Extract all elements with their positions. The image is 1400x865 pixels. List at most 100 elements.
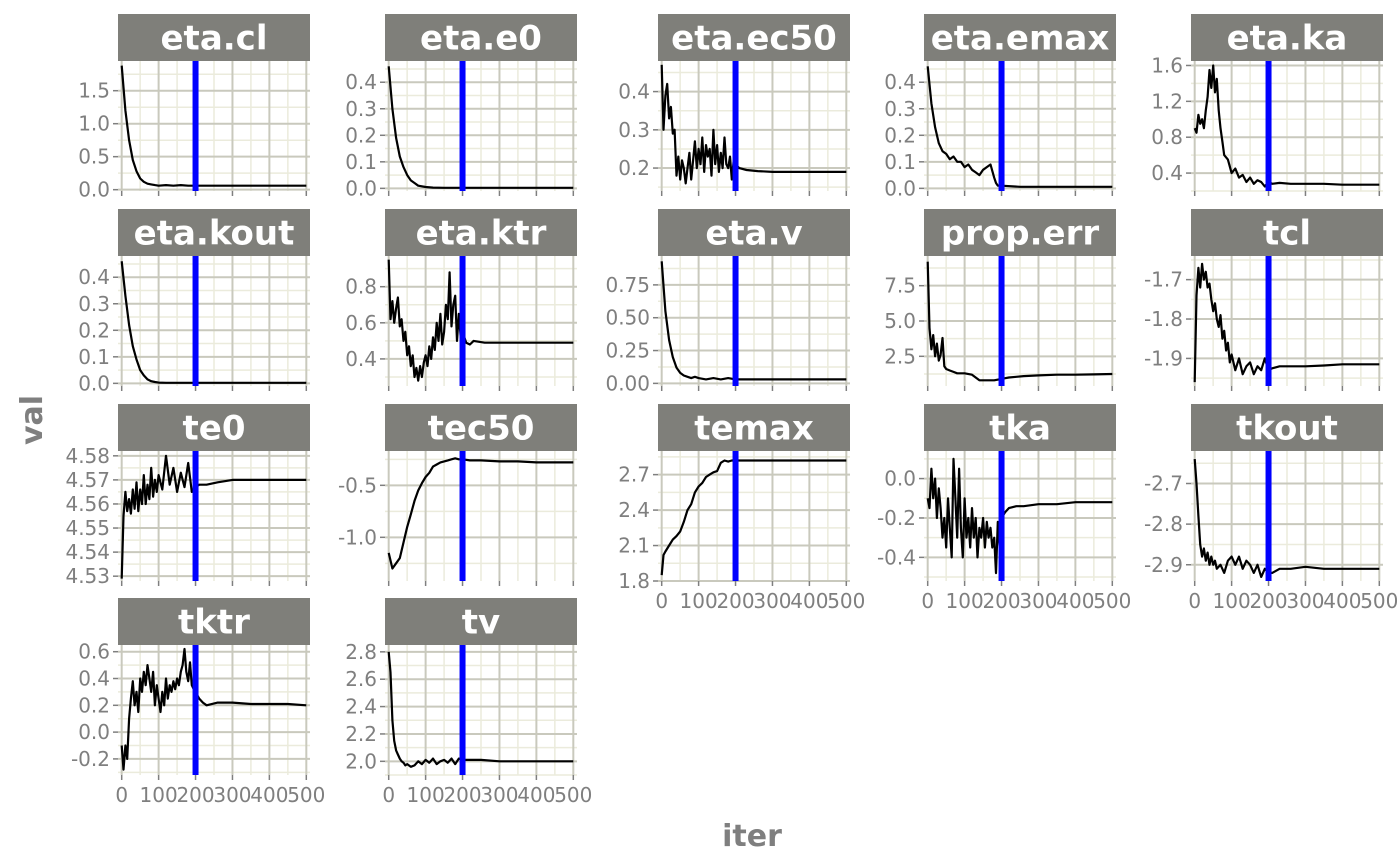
y-tick-label: 4.58 <box>65 444 110 468</box>
y-tick-label: 0.2 <box>345 123 377 147</box>
y-tick-label: 0.2 <box>884 123 916 147</box>
y-tick-label: 7.5 <box>884 274 916 298</box>
x-tick-label: 0 <box>655 589 668 613</box>
strip-label: tec50 <box>428 409 535 449</box>
y-tick-label: 0.2 <box>78 318 110 342</box>
facet-panel-eta-ka: eta.ka0.40.81.21.6 <box>1151 14 1383 196</box>
x-tick-label: 0 <box>1188 589 1201 613</box>
y-tick-label: 0.4 <box>618 80 650 104</box>
y-tick-label: 0.3 <box>618 118 650 142</box>
series-line <box>660 261 847 381</box>
series-line <box>120 647 307 771</box>
x-tick-label: 100 <box>140 783 178 807</box>
facet-panel-eta-cl: eta.cl0.00.51.01.5 <box>78 14 310 202</box>
strip-label: tka <box>989 409 1051 449</box>
x-tick-label: 300 <box>1019 589 1057 613</box>
series-line <box>1193 262 1380 383</box>
x-tick-label: 300 <box>753 589 791 613</box>
strip-background <box>385 209 577 256</box>
strip-label: temax <box>694 409 814 449</box>
y-tick-label: -0.5 <box>338 473 377 497</box>
y-tick-label: 0.4 <box>1151 161 1183 185</box>
strip-label: tktr <box>178 603 250 643</box>
y-tick-label: 0.4 <box>884 70 916 94</box>
series-line <box>387 66 574 189</box>
y-tick-label: 1.2 <box>1151 89 1183 113</box>
strip-label: te0 <box>183 409 246 449</box>
x-tick-label: 500 <box>1360 589 1398 613</box>
x-tick-label: 400 <box>517 783 555 807</box>
strip-label: eta.emax <box>931 19 1110 59</box>
y-tick-label: 0.75 <box>605 273 650 297</box>
x-tick-label: 500 <box>1093 589 1131 613</box>
y-tick-label: 0.4 <box>345 70 377 94</box>
y-tick-label: 2.0 <box>345 749 377 773</box>
strip-label: eta.e0 <box>420 19 542 59</box>
y-tick-label: 4.55 <box>65 516 110 540</box>
strip-background <box>1191 14 1383 61</box>
strip-background <box>1191 209 1383 256</box>
facet-panel-tec50: tec50-1.0-0.5 <box>338 404 577 586</box>
strip-background <box>658 14 850 61</box>
strip-background <box>385 404 577 451</box>
x-tick-label: 100 <box>1213 589 1251 613</box>
x-tick-label: 400 <box>250 783 288 807</box>
series-line <box>120 65 307 187</box>
x-tick-label: 400 <box>1323 589 1361 613</box>
strip-background <box>118 209 310 256</box>
y-tick-label: -2.8 <box>1144 512 1183 536</box>
strip-background <box>118 598 310 645</box>
strip-label: eta.ktr <box>416 214 547 254</box>
y-tick-label: -1.7 <box>1144 268 1183 292</box>
series-line <box>1193 64 1380 188</box>
y-tick-label: 0.4 <box>345 347 377 371</box>
y-tick-label: 0.1 <box>345 150 377 174</box>
x-tick-label: 0 <box>921 589 934 613</box>
strip-label: eta.cl <box>161 19 268 59</box>
y-tick-label: 2.6 <box>345 667 377 691</box>
facet-panel-tcl: tcl-1.9-1.8-1.7 <box>1144 209 1383 391</box>
y-tick-label: 2.7 <box>618 463 650 487</box>
facet-panel-eta-v: eta.v0.000.250.500.75 <box>605 209 850 395</box>
facet-panel-eta-e0: eta.e00.00.10.20.30.4 <box>345 14 577 200</box>
y-tick-label: -2.7 <box>1144 472 1183 496</box>
y-tick-label: 0.50 <box>605 306 650 330</box>
x-tick-label: 200 <box>443 783 481 807</box>
strip-label: prop.err <box>941 214 1100 254</box>
strip-background <box>658 209 850 256</box>
y-tick-label: 0.1 <box>78 345 110 369</box>
y-tick-label: 2.4 <box>618 498 650 522</box>
y-tick-label: 0.0 <box>884 176 916 200</box>
strip-label: eta.v <box>705 214 802 254</box>
y-tick-label: 0.3 <box>884 97 916 121</box>
x-tick-label: 400 <box>1056 589 1094 613</box>
strip-label: eta.ka <box>1227 19 1348 59</box>
y-tick-label: 2.5 <box>884 344 916 368</box>
y-tick-label: 0.2 <box>618 156 650 180</box>
y-tick-label: 4.53 <box>65 564 110 588</box>
series-line <box>120 261 307 384</box>
y-tick-label: -1.9 <box>1144 346 1183 370</box>
y-tick-label: 0.3 <box>345 97 377 121</box>
x-tick-label: 0 <box>115 783 128 807</box>
series-line <box>926 261 1113 382</box>
strip-label: eta.kout <box>134 214 295 254</box>
x-tick-label: 300 <box>1286 589 1324 613</box>
strip-background <box>118 404 310 451</box>
strip-background <box>118 14 310 61</box>
series-line <box>120 454 307 579</box>
strip-label: tkout <box>1236 409 1338 449</box>
y-tick-label: 0.0 <box>78 720 110 744</box>
x-tick-label: 200 <box>716 589 754 613</box>
y-tick-label: 1.0 <box>78 112 110 136</box>
y-tick-label: 0.0 <box>884 467 916 491</box>
